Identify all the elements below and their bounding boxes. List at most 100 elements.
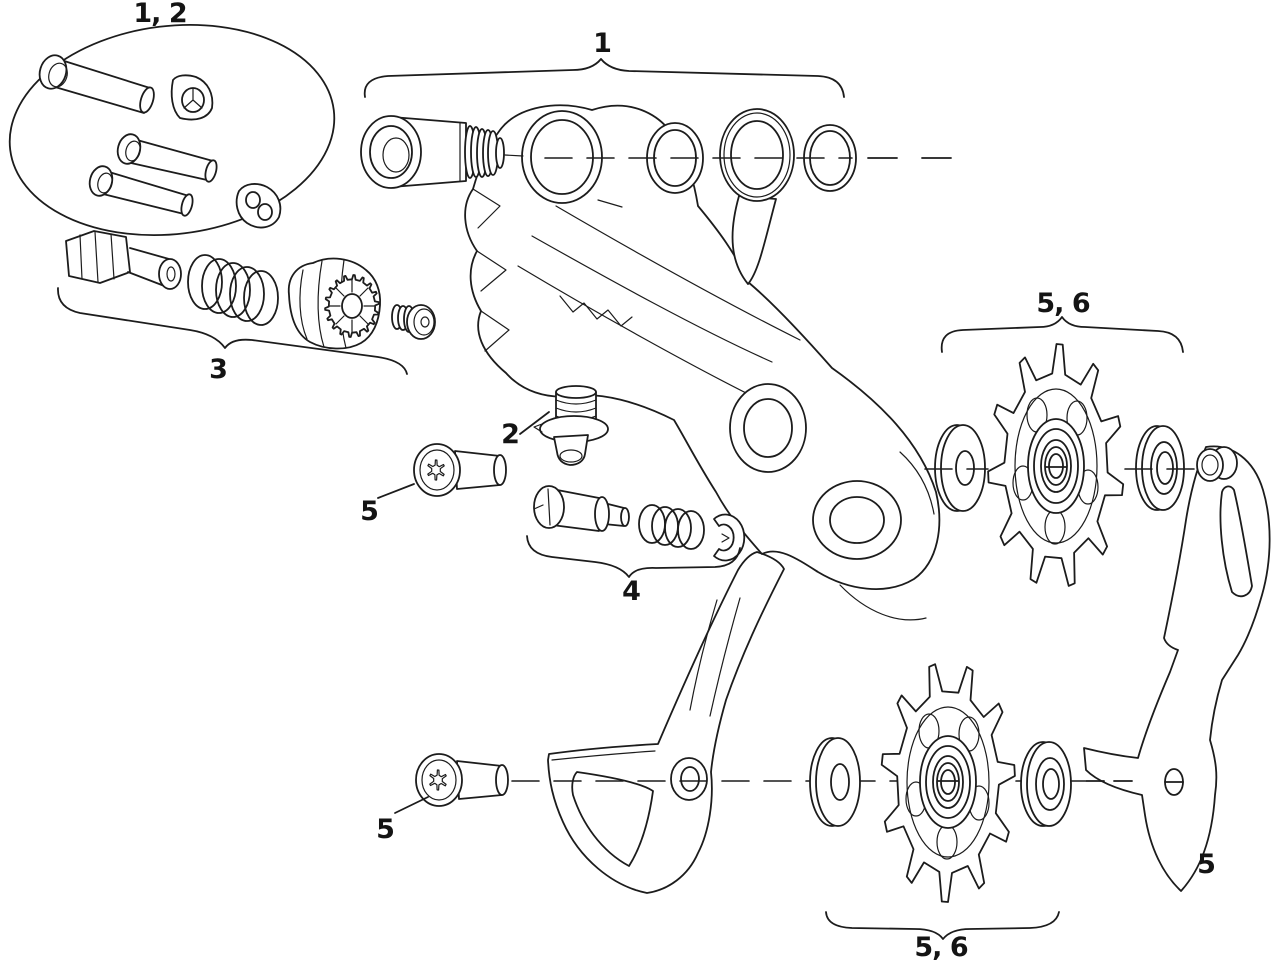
washer-lower-left: [809, 737, 861, 827]
e-clip-prong: [721, 533, 730, 543]
brace-group-4: [526, 535, 741, 578]
kit-bolt-medium-2: [88, 165, 194, 217]
kit-link-hole-2: [257, 203, 273, 221]
anchor-bolt-thread-top: [555, 385, 597, 399]
inner-cage-plate-cutout: [571, 771, 654, 867]
kit-clamp-piece: [170, 74, 214, 121]
jockey-pulley-lower: [880, 663, 1016, 903]
kit-bolt-long-shaft-top: [60, 59, 151, 89]
inner-cage-plate-arm-line2: [709, 597, 741, 717]
callout-group-3: 3: [209, 354, 227, 385]
adjuster-spring-coil-5: [243, 270, 279, 326]
callout-group-1: 1: [593, 28, 611, 59]
outer-cage-plate: [1083, 445, 1271, 892]
slotted-pin: [533, 485, 630, 532]
pulley-lower-hub-ring-3: [932, 755, 964, 809]
inner-cage-plate-outline: [547, 551, 785, 894]
kit-bolt-long-head-face: [48, 62, 68, 88]
upper-knuckle-ring-inner: [530, 119, 594, 195]
kit-bolt-long-tip: [139, 86, 155, 114]
o-ring-2: [803, 124, 857, 192]
cage-screw-lower-torx: [429, 769, 447, 791]
cage-screw-upper-tip: [493, 454, 507, 486]
slotted-pin-collar: [594, 496, 610, 532]
body-facet-2: [476, 250, 507, 292]
adjuster-spring: [187, 254, 279, 326]
adjuster-spring-coil-1: [187, 254, 223, 310]
callout-part-2: 2: [501, 419, 519, 450]
leader-screw-lower: [394, 796, 429, 814]
pulley-upper-plate: [1014, 388, 1098, 544]
callout-group-1-2: 1, 2: [133, 0, 186, 29]
outer-cage-plate-boss: [1196, 448, 1224, 482]
cage-screw-upper: [377, 443, 507, 499]
limit-washer-inner: [730, 120, 784, 190]
kit-ellipse: [8, 23, 336, 237]
kit-bolt-1-shaft-bottom: [130, 162, 208, 181]
cage-screw-upper-head-ring: [419, 449, 455, 491]
body-linkage-line3: [555, 205, 801, 341]
washer-upper-right: [1135, 425, 1185, 511]
barrel-adjuster-spokes: [329, 279, 375, 333]
washer-upper-right-hole: [1156, 451, 1174, 485]
kit-bolt-medium-1: [116, 133, 218, 183]
b-bolt-tip: [495, 137, 505, 169]
body-facet-3: [480, 310, 510, 352]
inner-cage-plate: [547, 551, 785, 894]
washer-lower-left-hole: [830, 763, 850, 801]
barrel-adjuster: [287, 257, 381, 350]
pulley-lower-hub-hole: [940, 769, 956, 795]
cage-screw-lower-head-ring: [421, 759, 457, 801]
limit-washer: [719, 108, 795, 285]
body-linkage-line1: [531, 235, 773, 363]
pulley-lower-hub-ring-4: [936, 762, 960, 802]
e-clip: [713, 513, 746, 562]
cage-screw-lower: [394, 753, 509, 814]
clutch-pin-group: [526, 485, 746, 578]
inner-cage-plate-arm-line: [689, 599, 718, 711]
pulley-lower-plate: [906, 706, 990, 858]
washer-upper-left-hole: [955, 450, 975, 486]
end-plug-face: [413, 308, 435, 336]
kit-clamp-outline: [170, 74, 214, 121]
slotted-pin-slot: [547, 488, 551, 526]
cage-pivot-boss-inner: [743, 398, 793, 458]
limit-washer-tail: [731, 195, 777, 285]
end-plug-hole: [420, 316, 430, 328]
outer-cage-plate-slot: [1219, 485, 1253, 598]
body-spring-zigzag: [559, 295, 633, 327]
body-knuckle-lower-arc: [839, 584, 927, 621]
pin-spring-coil-3: [664, 508, 692, 548]
barrel-adjuster-hub: [341, 293, 363, 319]
kit-bolt-1-head: [116, 133, 142, 165]
kit-bolt-1-shaft-top: [136, 139, 214, 162]
housing-stop-hole: [166, 266, 176, 282]
callout-pulley-upper: 5, 6: [1036, 288, 1089, 319]
pulley-group-upper: [924, 343, 1199, 587]
kit-bolt-1-head-face: [125, 140, 141, 162]
derailleur-body: [464, 104, 941, 621]
kit-bolt-long-shaft-bottom: [54, 86, 145, 114]
callout-screw-upper: 5: [360, 496, 378, 527]
callout-outer-plate: 5: [1197, 849, 1215, 880]
pulley-upper-hub-hole: [1048, 453, 1064, 479]
body-silhouette: [464, 104, 941, 590]
mounting-hardware-kit: [8, 23, 336, 237]
pulley-group-lower: [809, 663, 1072, 903]
end-plug: [391, 304, 436, 340]
kit-bolt-2-head: [88, 165, 114, 197]
kit-bolt-1-tip: [204, 159, 218, 183]
slotted-pin-tick: [533, 504, 544, 510]
adjuster-spring-coil-3: [215, 262, 251, 318]
cable-anchor-bolt: [519, 385, 609, 466]
body-facet-1: [472, 188, 501, 229]
adjuster-spring-coil-4: [229, 266, 265, 322]
callout-screw-lower: 5: [376, 814, 394, 845]
housing-stop-facets: [79, 231, 115, 283]
brace-group-1: [363, 58, 845, 98]
kit-link-plate: [235, 183, 282, 229]
callout-pulley-lower: 5, 6: [914, 932, 967, 960]
washer-lower-right: [1020, 741, 1072, 827]
cage-screw-lower-tip: [495, 764, 509, 796]
brace-pulley-upper: [940, 316, 1184, 353]
